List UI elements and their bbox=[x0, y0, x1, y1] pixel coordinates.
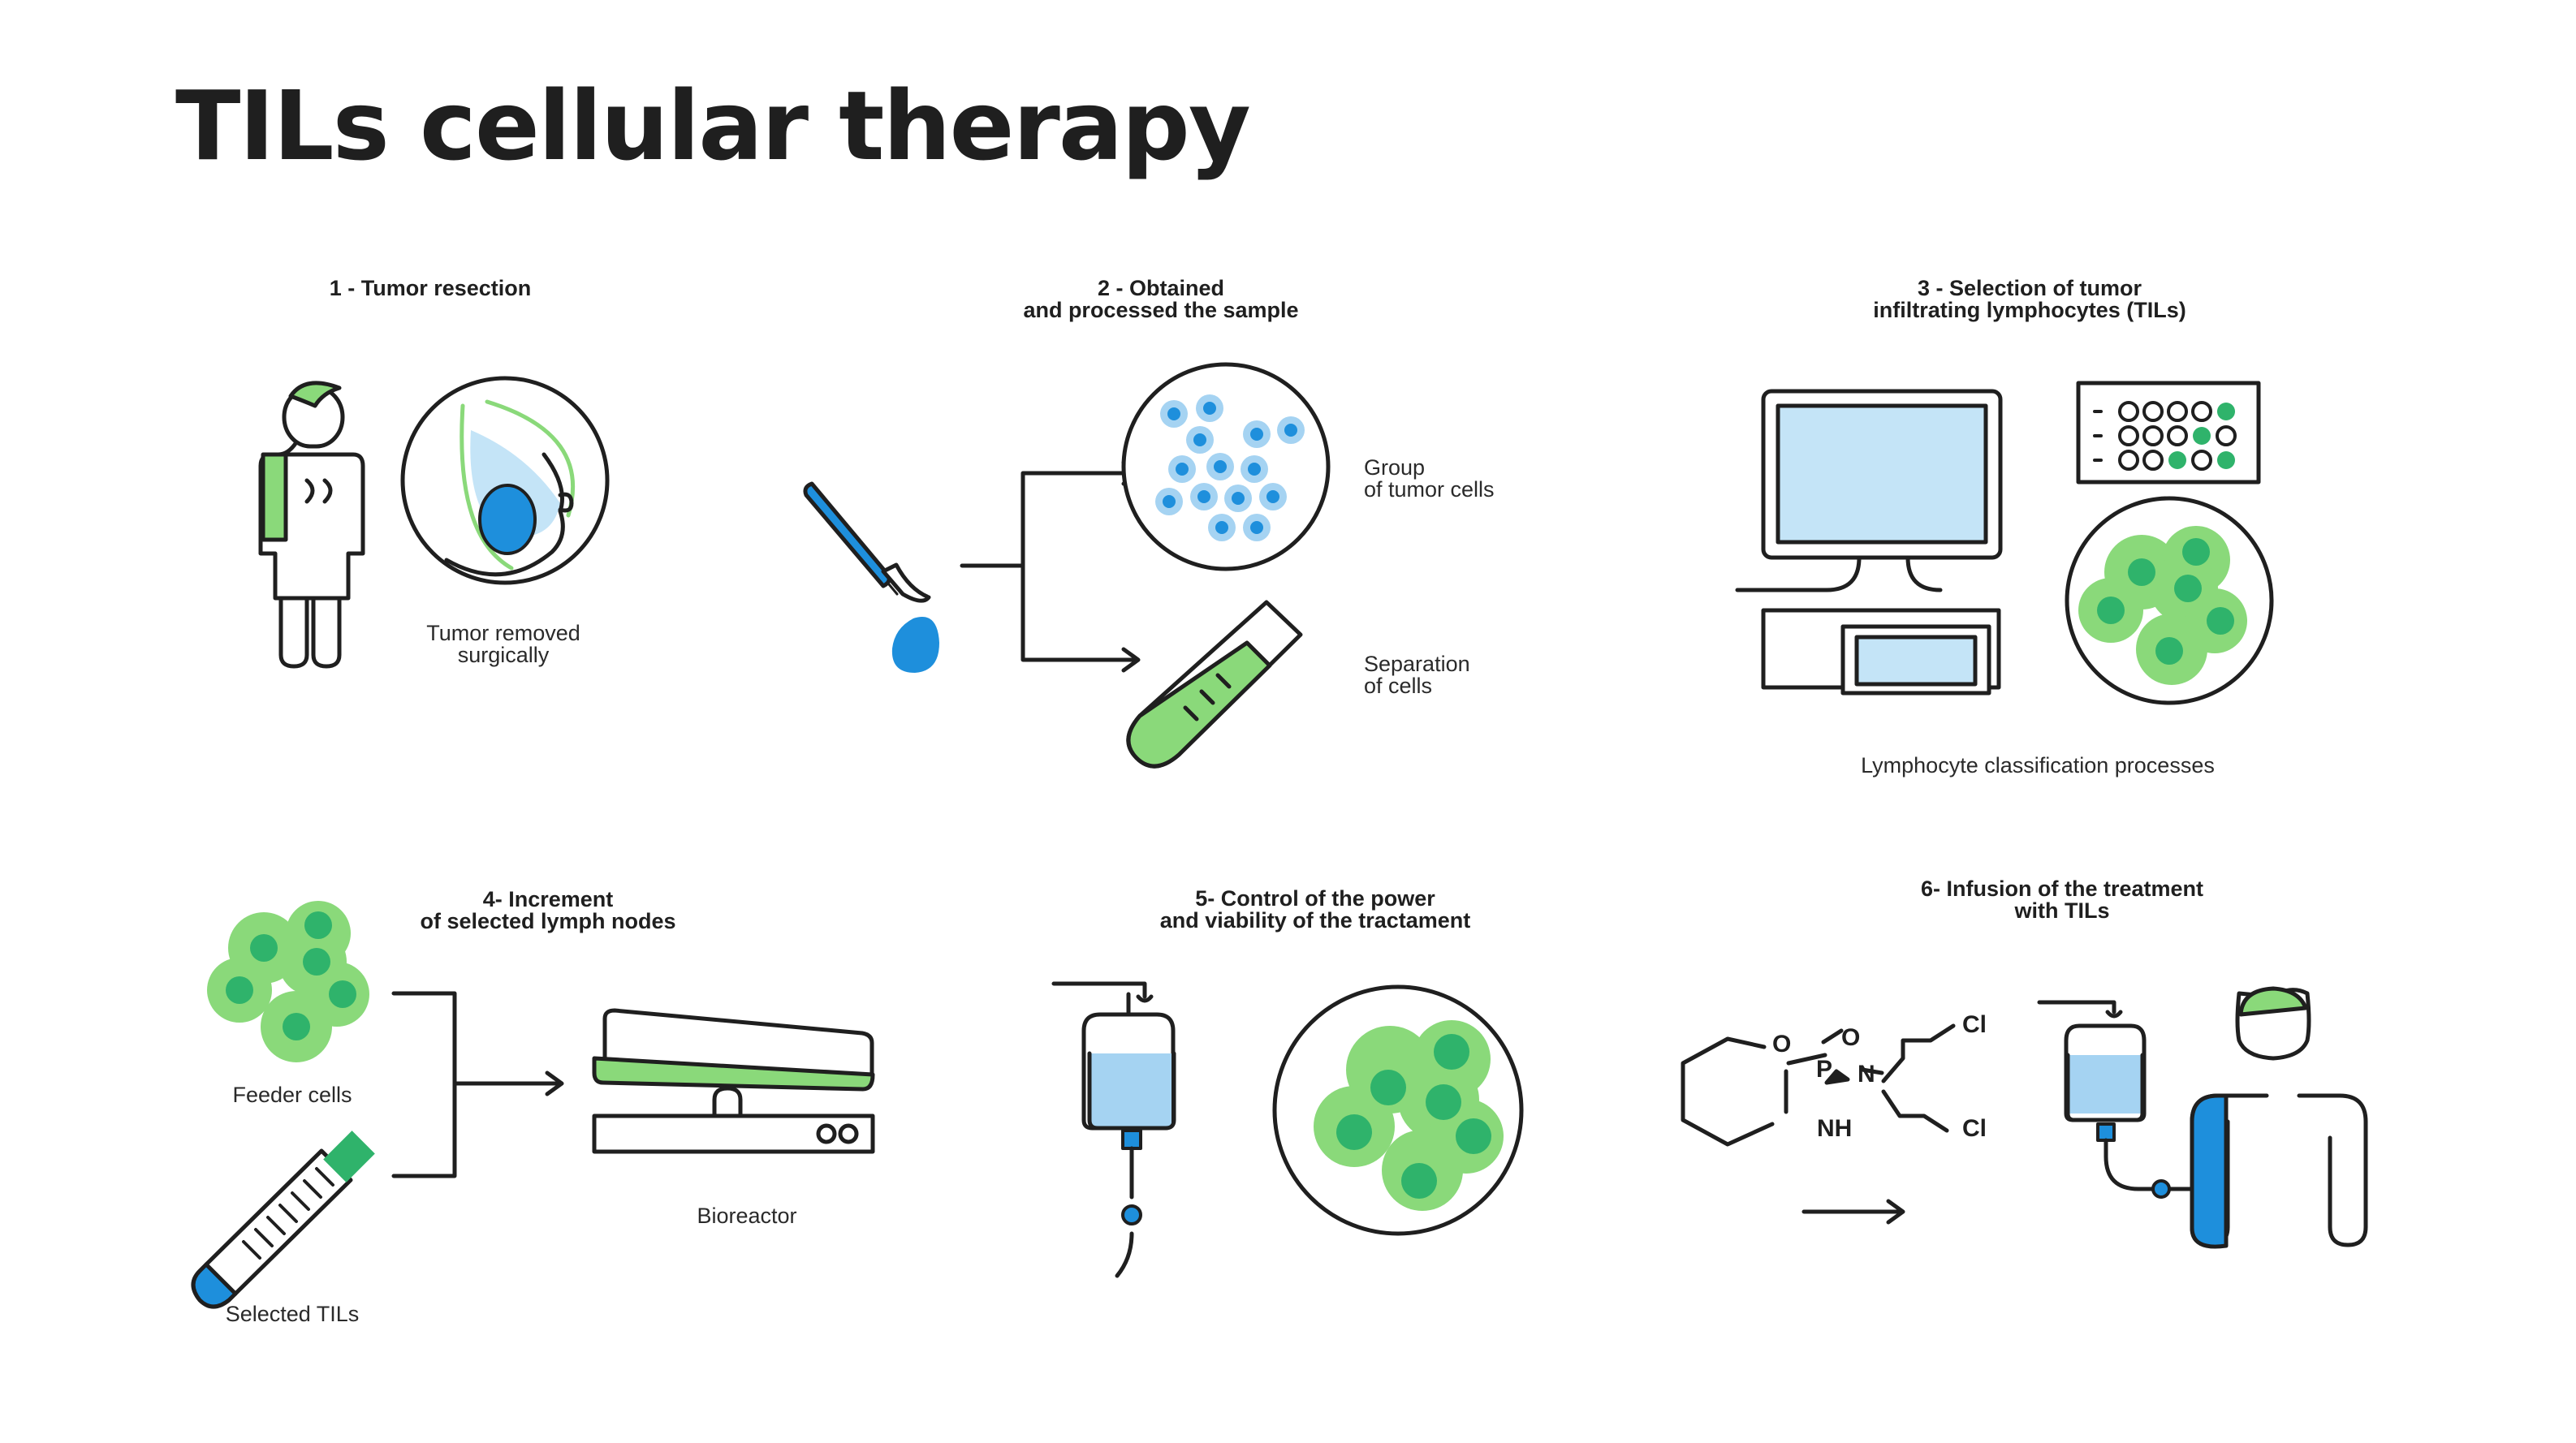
iv-bag-icon bbox=[1051, 981, 1176, 1278]
selected-tils-label: Selected TILs bbox=[225, 1302, 360, 1326]
cyclophosphamide-molecule-icon: O P O N NH Cl Cl bbox=[1681, 1011, 1987, 1147]
atom-o-ring: O bbox=[1772, 1031, 1791, 1057]
atom-cl-top: Cl bbox=[1962, 1011, 1987, 1038]
step-3-heading: 3 - Selection of tumor infiltrating lymp… bbox=[1873, 276, 2186, 322]
page-title: TILs cellular therapy bbox=[175, 70, 1251, 182]
well-plate-icon bbox=[2076, 381, 2261, 485]
tumor-cells-label: Group of tumor cells bbox=[1364, 455, 1495, 502]
atom-n: N bbox=[1858, 1061, 1875, 1088]
atom-cl-bottom: Cl bbox=[1962, 1115, 1987, 1142]
feeder-cells-icon bbox=[207, 901, 369, 1062]
step-5-heading: 5- Control of the power and viability of… bbox=[1159, 886, 1471, 933]
til-culture-dish-icon bbox=[1272, 984, 1524, 1236]
step-2-heading: 2 - Obtained and processed the sample bbox=[1023, 276, 1299, 322]
branch-arrows bbox=[960, 460, 1141, 673]
step-4-heading: 4- Increment of selected lymph nodes bbox=[420, 887, 676, 933]
merge-arrow bbox=[391, 991, 564, 1178]
separation-label: Separation of cells bbox=[1364, 652, 1470, 698]
atom-o-double: O bbox=[1841, 1024, 1860, 1051]
tumor-cells-dish-icon bbox=[1121, 362, 1331, 571]
scalpel-icon bbox=[803, 481, 931, 603]
atom-p: P bbox=[1816, 1056, 1832, 1083]
bioreactor-icon bbox=[592, 1008, 875, 1154]
lymphocyte-classification-label: Lymphocyte classification processes bbox=[1861, 753, 2215, 777]
test-tube-icon bbox=[1126, 600, 1303, 769]
step-6-heading: 6- Infusion of the treatment with TILs bbox=[1920, 877, 2203, 923]
step-1-heading: 1 - Tumor resection bbox=[329, 276, 532, 300]
patient-infusion-icon bbox=[2037, 986, 2368, 1249]
reaction-arrow bbox=[1801, 1199, 1905, 1225]
breast-tumor-icon bbox=[400, 376, 610, 585]
atom-nh: NH bbox=[1817, 1115, 1852, 1142]
computer-icon bbox=[1735, 389, 2003, 696]
blood-drop-icon bbox=[891, 617, 939, 673]
selected-tils-tube-icon bbox=[191, 1131, 375, 1309]
feeder-cells-label: Feeder cells bbox=[232, 1083, 352, 1107]
tumor-removed-label: Tumor removed surgically bbox=[426, 621, 580, 667]
patient-icon bbox=[258, 381, 365, 669]
bioreactor-label: Bioreactor bbox=[697, 1204, 797, 1228]
lymphocyte-dish-icon bbox=[2065, 496, 2274, 705]
